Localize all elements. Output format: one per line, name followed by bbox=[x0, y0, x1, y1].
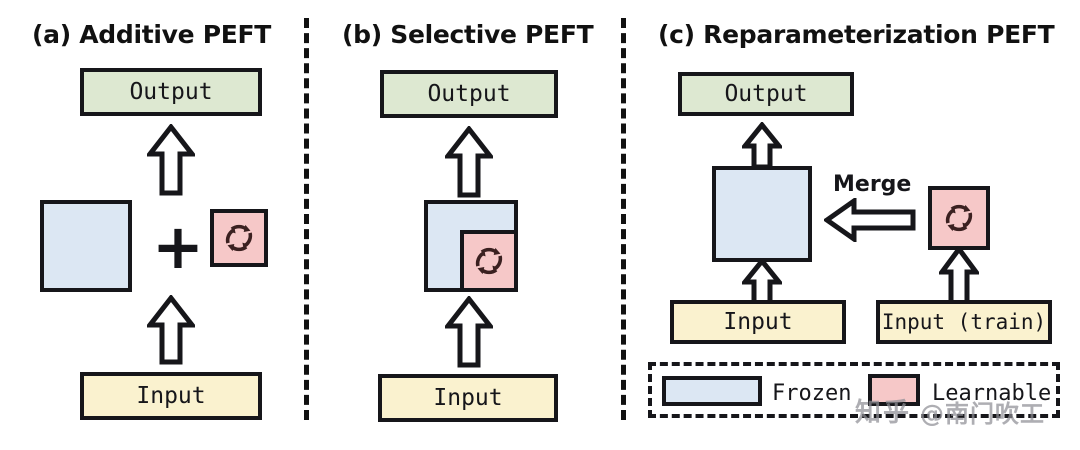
panel-c-input-box: Input bbox=[670, 300, 846, 344]
panel-c-learnable-block bbox=[928, 186, 990, 250]
legend-swatch-frozen bbox=[662, 376, 762, 406]
panel-separator-1 bbox=[304, 18, 309, 420]
panel-c-merge-arrow-left bbox=[824, 198, 916, 242]
panel-b-arrow-up-input bbox=[445, 296, 493, 368]
panel-b-input-box: Input bbox=[378, 374, 558, 422]
panel-c-output-box: Output bbox=[678, 72, 854, 116]
panel-a-output-label: Output bbox=[129, 79, 213, 105]
panel-c-input-label: Input bbox=[723, 309, 793, 335]
panel-a-frozen-block bbox=[40, 200, 132, 292]
panel-a-arrow-up-input bbox=[147, 295, 195, 365]
legend-label-frozen: Frozen bbox=[772, 381, 852, 406]
legend-swatch-learnable bbox=[868, 374, 920, 406]
merge-label: Merge bbox=[833, 172, 912, 197]
panel-a-output-box: Output bbox=[80, 68, 262, 116]
panel-separator-2 bbox=[621, 18, 626, 420]
panel-a-title: (a) Additive PEFT bbox=[32, 20, 272, 49]
panel-c-arrow-up-input bbox=[742, 258, 782, 306]
panel-c-arrow-up-output bbox=[742, 122, 782, 170]
legend-label-learnable: Learnable bbox=[932, 381, 1052, 406]
panel-c-input-train-label: Input (train) bbox=[881, 310, 1047, 334]
panel-a-plus-symbol: + bbox=[152, 210, 204, 283]
panel-a-input-label: Input bbox=[136, 383, 206, 409]
panel-b-learnable-block bbox=[460, 230, 518, 292]
panel-c-title: (c) Reparameterization PEFT bbox=[658, 20, 1055, 49]
panel-c-arrow-up-input-train bbox=[939, 246, 979, 306]
cycle-arrows-icon bbox=[225, 224, 253, 252]
panel-c-input-train-box: Input (train) bbox=[876, 300, 1052, 344]
panel-b-input-label: Input bbox=[433, 385, 503, 411]
panel-a-learnable-block bbox=[210, 209, 268, 267]
legend-container bbox=[648, 362, 1060, 418]
panel-b-output-box: Output bbox=[380, 70, 558, 118]
panel-a-arrow-up-output bbox=[147, 124, 195, 196]
panel-a-input-box: Input bbox=[80, 372, 262, 420]
panel-b-title: (b) Selective PEFT bbox=[342, 20, 594, 49]
panel-b-arrow-up-output bbox=[445, 126, 493, 198]
panel-c-frozen-block bbox=[712, 166, 812, 262]
panel-b-output-label: Output bbox=[427, 81, 511, 107]
cycle-arrows-icon bbox=[475, 247, 503, 275]
panel-c-output-label: Output bbox=[724, 81, 808, 107]
cycle-arrows-icon bbox=[945, 204, 973, 232]
